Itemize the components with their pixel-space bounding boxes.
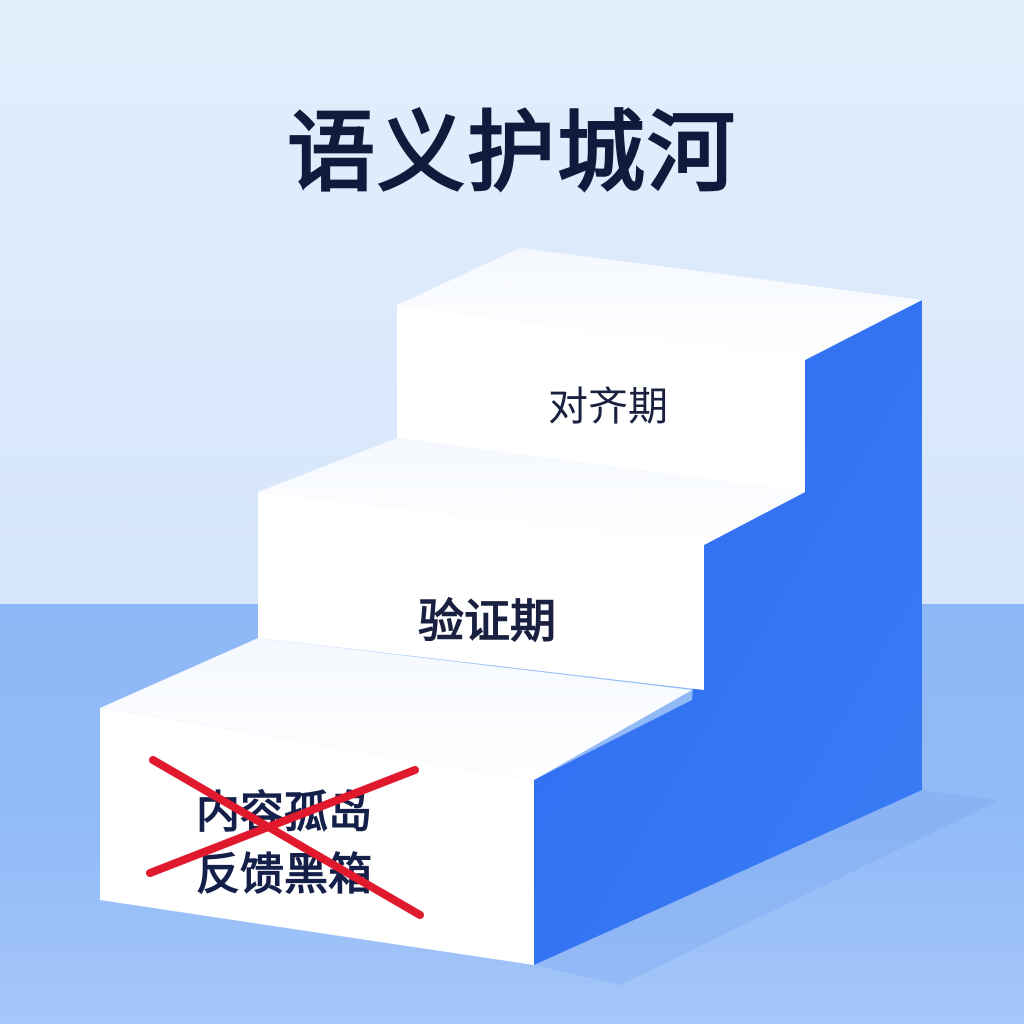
stairs-shadow: [534, 790, 1000, 985]
stairs-side-face: [534, 300, 922, 965]
struck-line-content-island: 内容孤岛: [196, 787, 372, 838]
top-step-tread: [397, 248, 922, 360]
top-step-riser: [397, 305, 805, 492]
page-title: 语义护城河: [286, 101, 737, 204]
middle-step-riser: [258, 492, 704, 690]
middle-step-tread: [258, 438, 805, 545]
struck-text-block: 内容孤岛 反馈黑箱: [196, 782, 416, 906]
step-label-validation: 验证期: [418, 594, 556, 648]
bottom-step-tread: [100, 638, 692, 780]
struck-line-feedback-blackbox: 反馈黑箱: [196, 849, 372, 900]
step-label-alignment: 对齐期: [548, 384, 668, 430]
